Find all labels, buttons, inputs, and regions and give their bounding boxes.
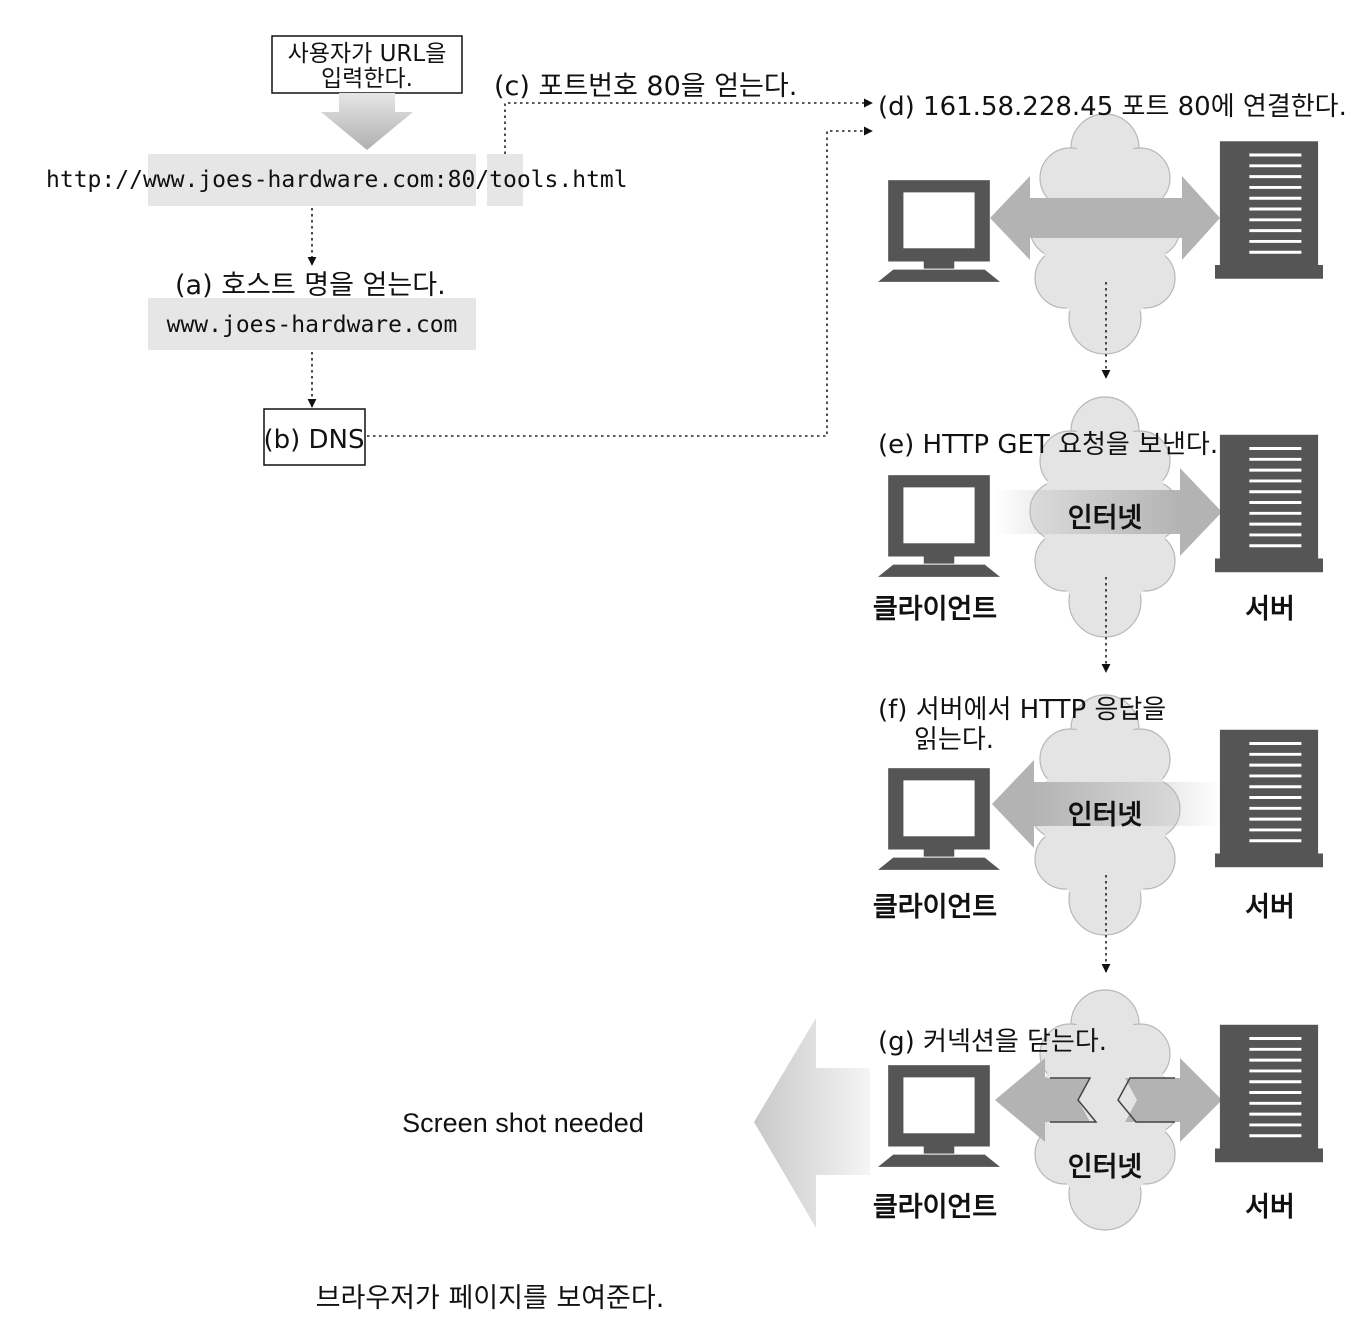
response-arrow-icon bbox=[992, 760, 1034, 848]
hostname-highlight bbox=[148, 298, 476, 350]
step-f-line2: 읽는다. bbox=[914, 725, 994, 755]
server-label: 서버 bbox=[1245, 594, 1295, 625]
url-text: http://www.joes-hardware.com:80/tools.ht… bbox=[46, 167, 628, 193]
step-e-panel: (e) HTTP GET 요청을 보낸다. 인터넷 클라이언트 서버 bbox=[873, 396, 1323, 638]
bidirectional-arrow-icon bbox=[990, 176, 1220, 260]
break-edge-right bbox=[1117, 1077, 1175, 1123]
step-a-label: (a) 호스트 명을 얻는다. bbox=[175, 270, 446, 301]
monitor-icon bbox=[878, 475, 1000, 577]
internet-label: 인터넷 bbox=[1068, 503, 1143, 534]
step-b-label: (b) DNS bbox=[263, 425, 364, 455]
browser-caption: 브라우저가 페이지를 보여준다. bbox=[316, 1283, 665, 1314]
break-edge-left bbox=[1050, 1077, 1098, 1123]
server-label: 서버 bbox=[1245, 1192, 1295, 1223]
port-highlight bbox=[487, 154, 523, 206]
request-arrow-icon bbox=[1180, 468, 1222, 556]
server-icon bbox=[1215, 140, 1323, 280]
client-label: 클라이언트 bbox=[873, 892, 997, 923]
step-f-panel: (f) 서버에서 HTTP 응답을 읽는다. 인터넷 클라이언트 서버 bbox=[873, 694, 1323, 936]
server-icon bbox=[1215, 1023, 1323, 1164]
client-label: 클라이언트 bbox=[873, 594, 997, 625]
internet-label: 인터넷 bbox=[1068, 800, 1143, 831]
monitor-icon bbox=[878, 768, 1000, 870]
internet-label: 인터넷 bbox=[1068, 1152, 1143, 1183]
connector-port-to-d bbox=[504, 98, 873, 154]
client-label: 클라이언트 bbox=[873, 1192, 997, 1223]
step-c-label: (c) 포트번호 80을 얻는다. bbox=[494, 71, 797, 102]
connector-dns-to-d bbox=[367, 126, 873, 437]
broken-arrow-left-icon bbox=[995, 1058, 1090, 1142]
server-icon bbox=[1215, 433, 1323, 574]
user-input-box bbox=[271, 35, 463, 94]
user-input-line1: 사용자가 URL을 bbox=[288, 41, 447, 67]
monitor-icon bbox=[878, 1065, 1000, 1167]
host-highlight bbox=[148, 154, 476, 206]
server-icon bbox=[1215, 728, 1323, 869]
step-d-panel: (d) 161.58.228.45 포트 80에 연결한다. bbox=[878, 92, 1347, 355]
request-arrow-body bbox=[994, 490, 1182, 534]
step-f-line1: (f) 서버에서 HTTP 응답을 bbox=[878, 695, 1166, 725]
input-down-arrow-icon bbox=[321, 93, 413, 150]
screenshot-placeholder: Screen shot needed bbox=[402, 1108, 644, 1138]
browser-arrow-icon bbox=[754, 1018, 870, 1228]
server-label: 서버 bbox=[1245, 892, 1295, 923]
broken-arrow-right-icon bbox=[1125, 1058, 1222, 1142]
step-d-label: (d) 161.58.228.45 포트 80에 연결한다. bbox=[878, 92, 1347, 122]
step-g-panel: (g) 커넥션을 닫는다. 인터넷 클라이언트 서버 bbox=[873, 989, 1323, 1231]
step-g-label: (g) 커넥션을 닫는다. bbox=[878, 1027, 1107, 1057]
dns-box bbox=[263, 408, 366, 466]
hostname-text: www.joes-hardware.com bbox=[167, 312, 458, 338]
monitor-icon bbox=[878, 180, 1000, 282]
response-arrow-body bbox=[1032, 782, 1220, 826]
step-e-label: (e) HTTP GET 요청을 보낸다. bbox=[878, 430, 1218, 460]
user-input-line2: 입력한다. bbox=[321, 66, 413, 92]
